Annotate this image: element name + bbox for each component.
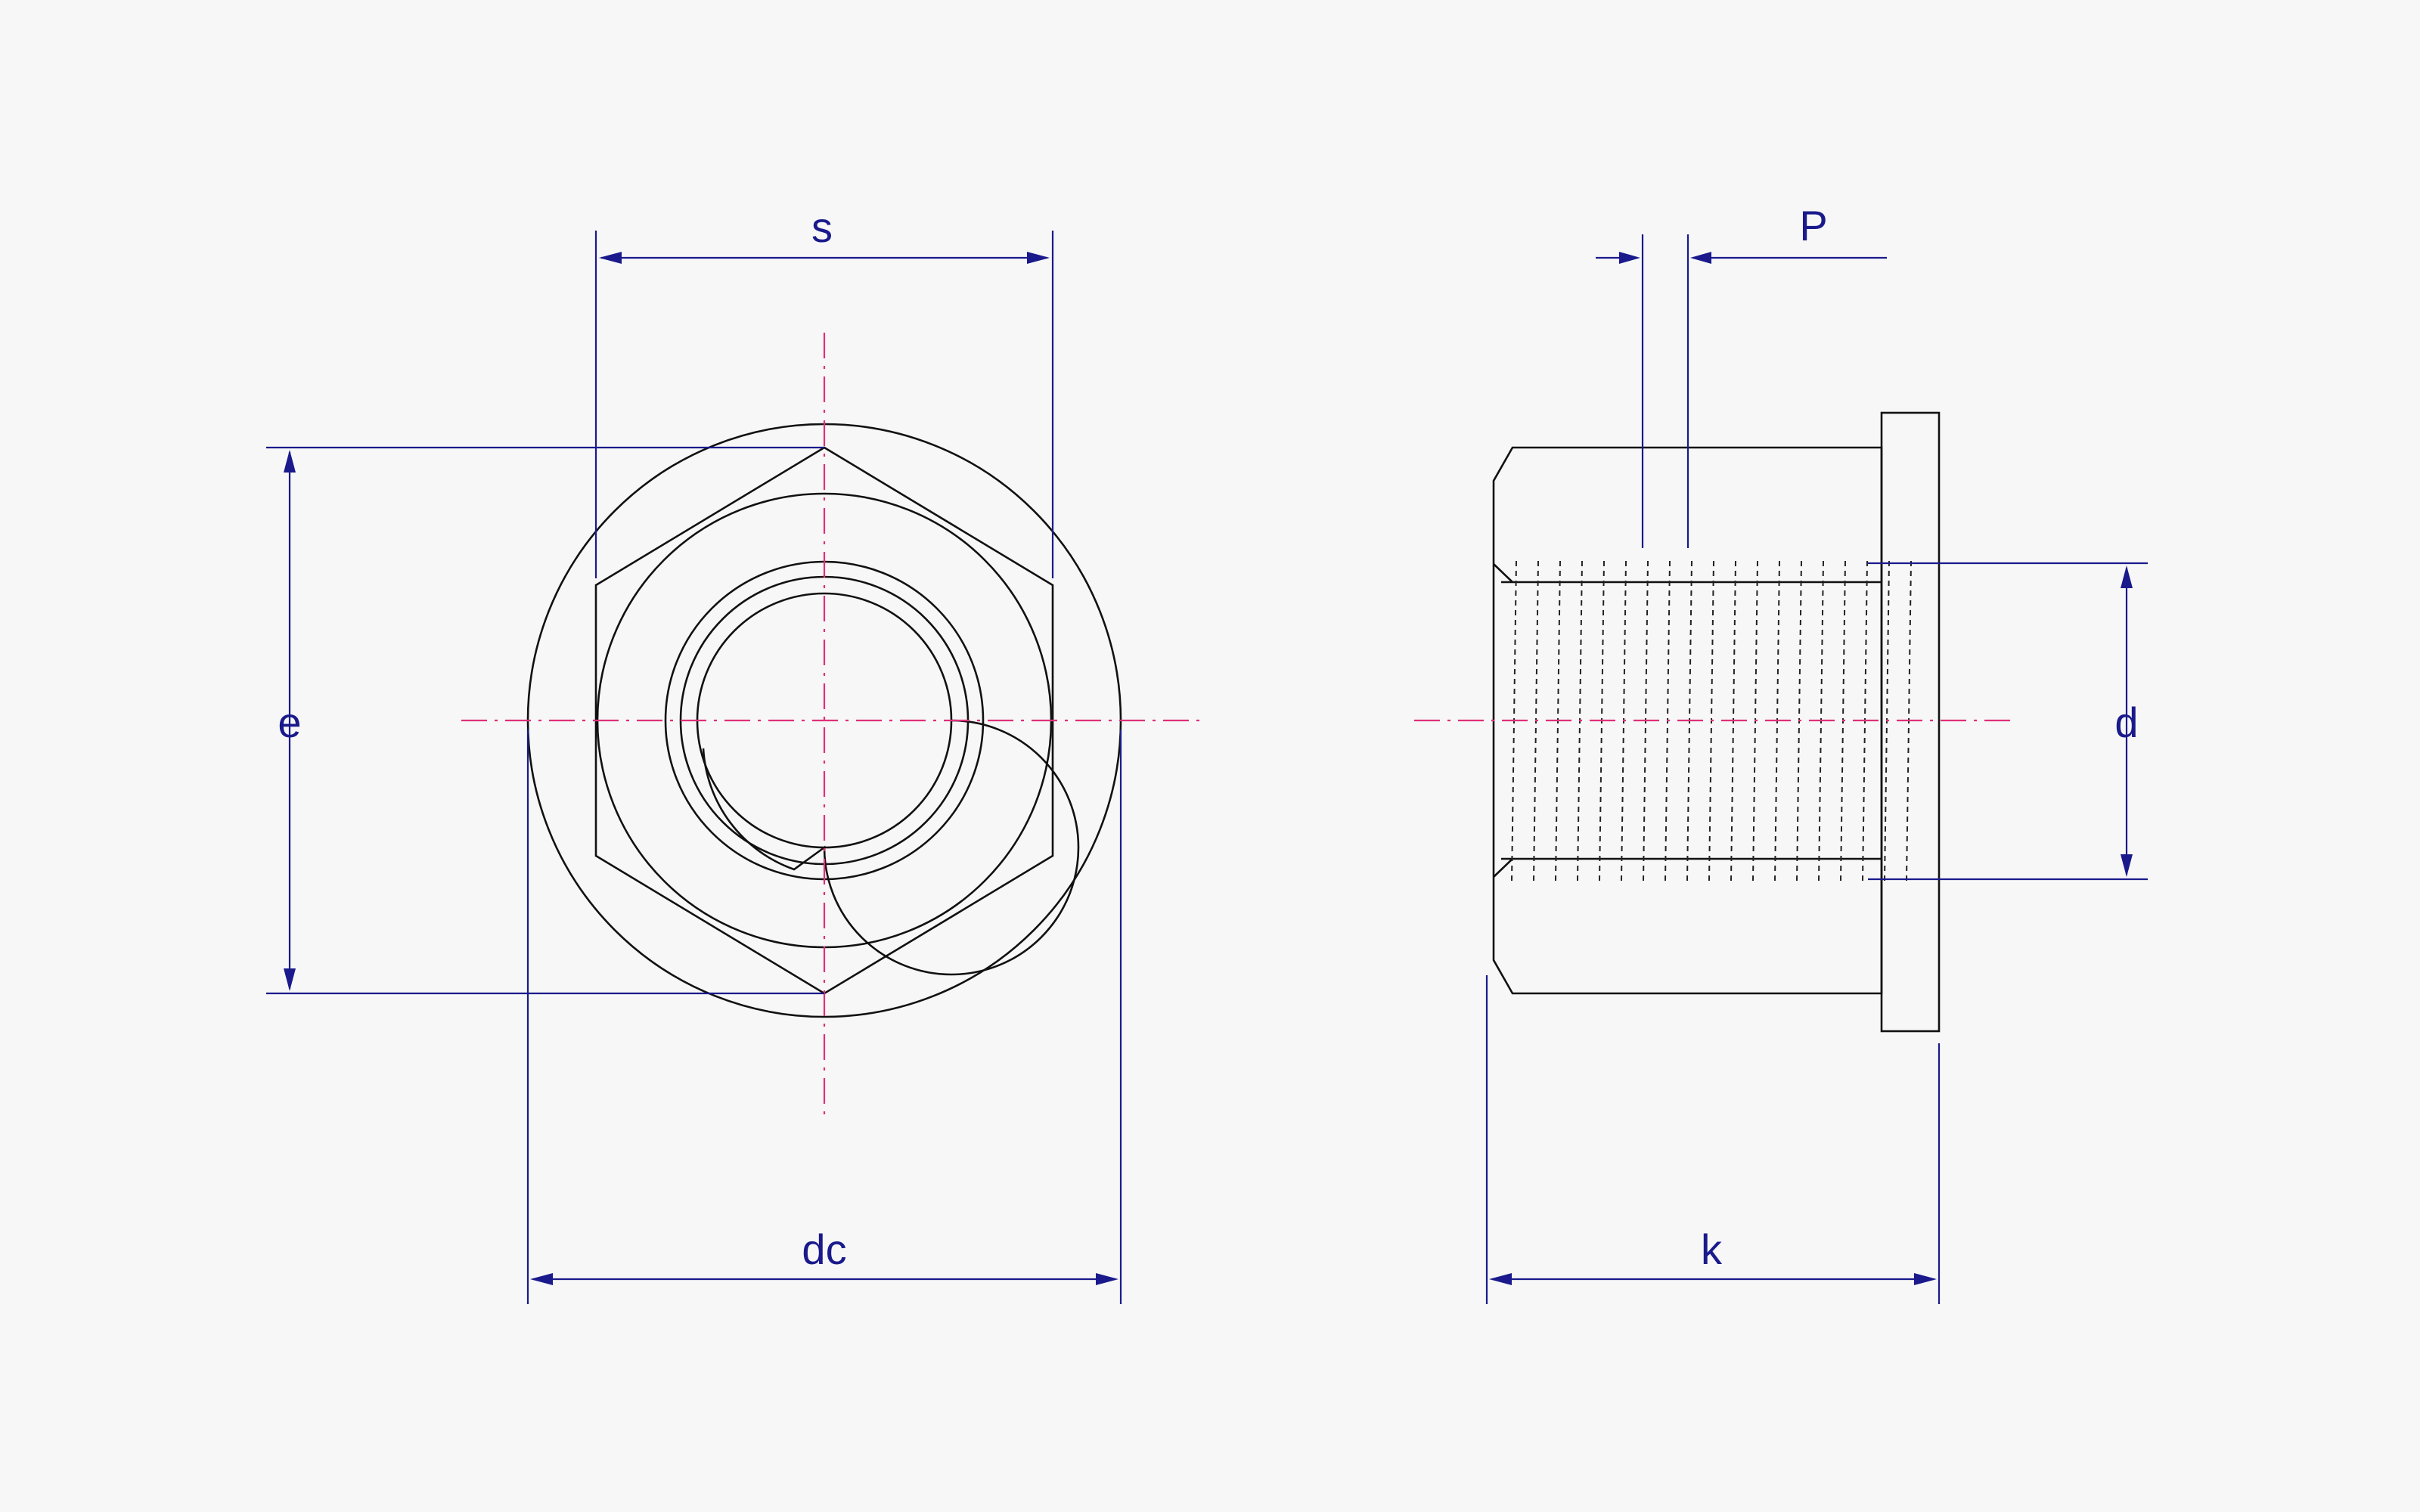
front-view	[461, 333, 1206, 1119]
dim-e-arrow-bottom	[284, 968, 296, 991]
dim-s-arrow-right	[1027, 252, 1050, 264]
dim-dc-arrow-right	[1096, 1273, 1118, 1285]
hex-edge-upper	[1493, 563, 1513, 583]
dim-e-label: e	[278, 699, 301, 746]
dim-d-arrow-top	[2121, 565, 2133, 588]
dim-k-label: k	[1701, 1225, 1723, 1273]
dim-k-arrow-right	[1914, 1273, 1937, 1285]
dim-s-label: s	[811, 203, 833, 251]
dim-d-arrow-bottom	[2121, 854, 2133, 877]
dim-dc-arrow-left	[530, 1273, 553, 1285]
dimension-e: e	[266, 446, 824, 995]
dim-k-arrow-left	[1489, 1273, 1512, 1285]
dim-d-label: d	[2114, 699, 2138, 746]
flange-outline	[1880, 411, 1941, 1033]
dim-P-label: P	[1799, 202, 1827, 249]
dimension-k: k	[1485, 975, 1941, 1304]
dimension-P: P	[1596, 202, 1887, 548]
dim-e-arrow-top	[284, 450, 296, 472]
dim-P-arrow-right	[1690, 252, 1711, 264]
dimension-s: s	[594, 203, 1054, 578]
dimension-d: d	[1868, 562, 2148, 881]
dim-s-arrow-left	[599, 252, 622, 264]
hex-edge-lower	[1493, 858, 1513, 878]
dim-dc-label: dc	[802, 1225, 846, 1273]
side-view	[1414, 411, 2012, 1033]
thread-spiral	[702, 719, 1080, 976]
dimension-dc: dc	[526, 730, 1122, 1304]
dim-P-arrow-left	[1619, 252, 1640, 264]
